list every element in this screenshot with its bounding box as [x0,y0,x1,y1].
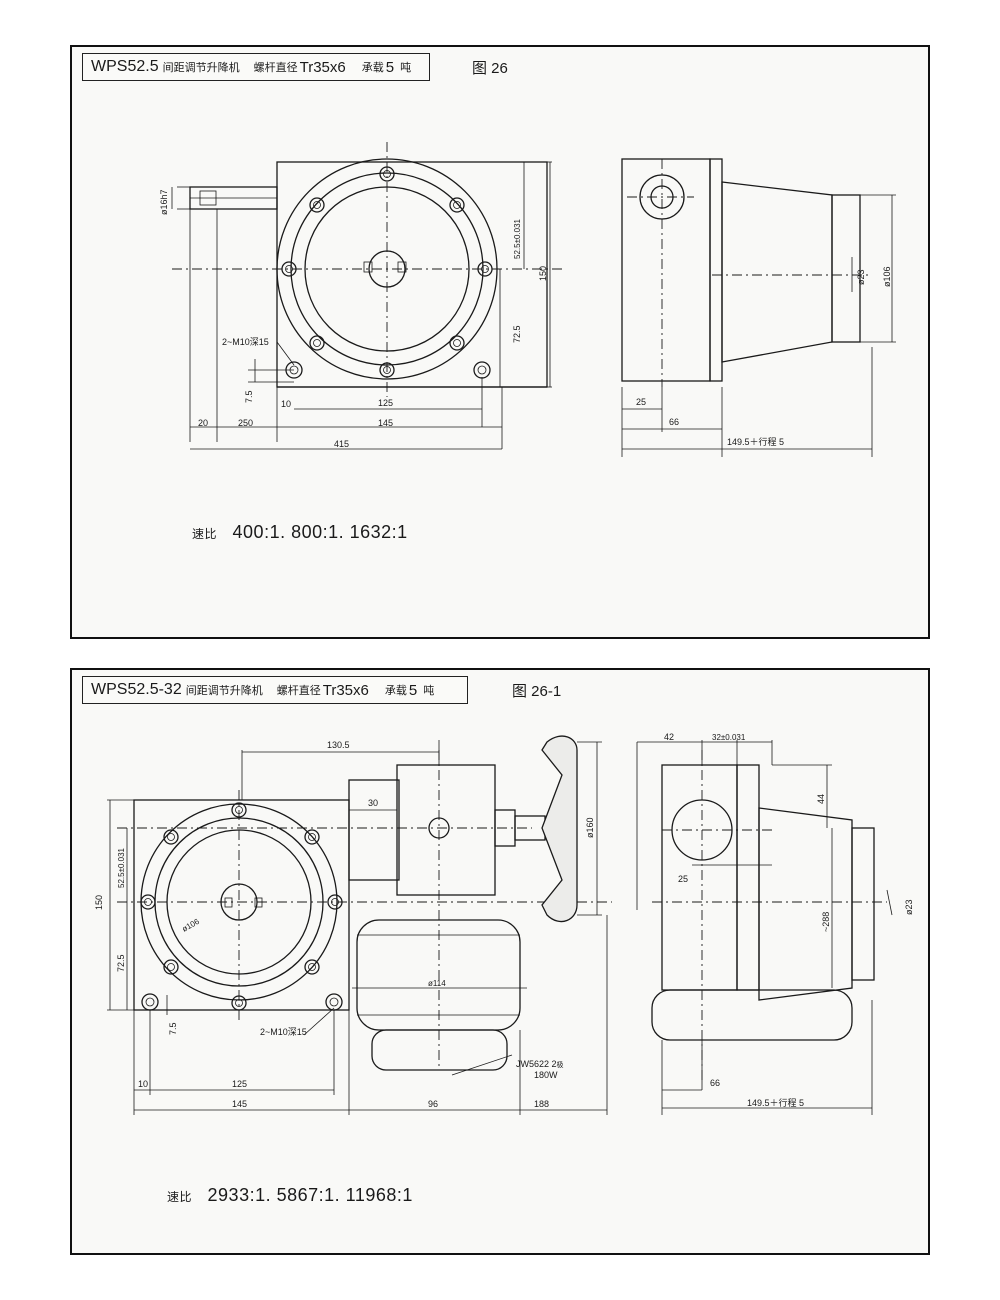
gear-neck [348,779,400,881]
title-block: WPS52.5-32 间距调节升降机 螺杆直径 Tr35x6 承载 5 吨 [82,676,468,704]
drawing-sheet-26-1: 130.5 30 ø160 52.5±0.031 150 72.5 ø106 ø… [70,668,930,1255]
ratio-label: 速比 [192,527,218,541]
dim-125: 125 [378,398,393,408]
dim-66: 66 [710,1078,720,1088]
model-number: WPS52.5-32 [91,681,182,698]
dim-149-5: 149.5＋行程 5 [727,436,784,447]
load-value: 5 [408,681,418,699]
dim-7-5: 7.5 [168,1022,178,1035]
dim-42: 42 [664,732,674,742]
dim-66: 66 [669,417,679,427]
dim-20: 20 [198,418,208,428]
technical-drawing-26: ø16h7 52.5±0.031 150 72.5 2~M10深15 7.5 1… [159,142,896,457]
dim-415: 415 [334,439,349,449]
dimension-lines-front [171,161,552,450]
motor-fan-cover [371,1029,508,1071]
worm-gearbox [396,764,496,896]
side-motor [651,989,853,1041]
product-name: 间距调节升降机 [185,685,263,697]
dim-188: 188 [534,1099,549,1109]
dim-25: 25 [678,874,688,884]
dim-h150: 150 [538,266,548,281]
screw-value: Tr35x6 [322,681,369,699]
dim-dia106: ø106 [181,917,202,934]
dim-288: ~288 [821,912,831,932]
ratio-line: 速比 2933:1. 5867:1. 11968:1 [167,1185,413,1206]
dim-145: 145 [232,1099,247,1109]
dimension-lines-front [107,740,608,1115]
dim-shaft-dia: ø16h7 [159,189,169,215]
technical-drawing-26-1: 130.5 30 ø160 52.5±0.031 150 72.5 ø106 ø… [94,732,914,1115]
dim-dia160: ø160 [585,817,595,838]
dim-145: 145 [378,418,393,428]
housing-outline [276,161,548,388]
dim-dia106: ø106 [882,266,892,287]
dim-bolt: 2~M10深15 [222,337,269,347]
dim-dia114: ø114 [428,979,446,988]
dim-7-5: 7.5 [244,390,254,403]
figure-number: 图 26-1 [512,683,562,700]
drawing-sheet-26: ø16h7 52.5±0.031 150 72.5 2~M10深15 7.5 1… [70,45,930,639]
load-value: 5 [385,58,395,76]
model-number: WPS52.5 [91,58,159,75]
bolt-holes [140,802,343,1011]
dim-dia23: ø23 [856,269,866,285]
dim-10: 10 [138,1079,148,1089]
dim-250: 250 [238,418,253,428]
dim-130-5: 130.5 [327,740,350,750]
screw-label: 螺杆直径 [253,62,298,74]
dim-96: 96 [428,1099,438,1109]
load-unit: 吨 [400,62,412,74]
dim-44: 44 [816,794,826,804]
handwheel[interactable] [541,735,578,923]
product-name: 间距调节升降机 [162,62,240,74]
load-unit: 吨 [423,685,435,697]
ratio-values: 400:1. 800:1. 1632:1 [232,522,408,542]
motor-power: 180W [534,1070,558,1080]
dim-30: 30 [368,798,378,808]
dim-h72-5: 72.5 [512,325,522,343]
screw-cover [758,807,853,1001]
dim-tol-height: 52.5±0.031 [117,847,126,888]
motor-model: JW5622 2极 [516,1059,564,1069]
dim-32: 32±0.031 [712,733,746,742]
screw-cover [721,181,833,363]
motor-body [356,919,521,1031]
dim-10: 10 [281,399,291,409]
screw-label: 螺杆直径 [276,685,321,697]
dim-tol-height: 52.5±0.031 [513,218,522,259]
dim-dia23: ø23 [904,899,914,915]
side-housing [661,764,738,991]
dim-h72-5: 72.5 [116,954,126,972]
load-label: 承载 [361,62,384,74]
ratio-line: 速比 400:1. 800:1. 1632:1 [192,522,408,543]
dim-bolt: 2~M10深15 [260,1027,307,1037]
side-housing [621,158,711,382]
screw-value: Tr35x6 [299,58,346,76]
load-label: 承载 [384,685,407,697]
figure-number: 图 26 [472,60,508,77]
dim-h150: 150 [94,895,104,910]
ratio-label: 速比 [167,1190,193,1204]
dim-149-5: 149.5＋行程 5 [747,1097,804,1108]
dim-25: 25 [636,397,646,407]
title-block: WPS52.5 间距调节升降机 螺杆直径 Tr35x6 承载 5 吨 [82,53,430,81]
ratio-values: 2933:1. 5867:1. 11968:1 [207,1185,413,1205]
dim-125: 125 [232,1079,247,1089]
